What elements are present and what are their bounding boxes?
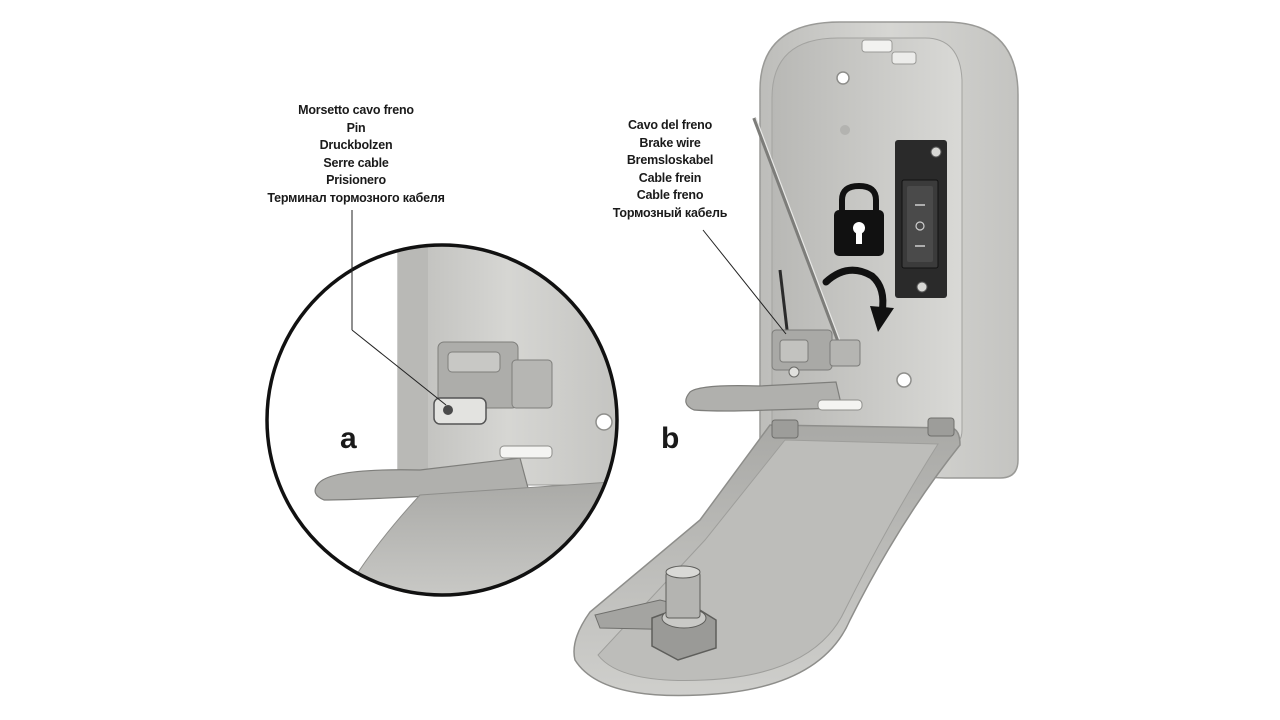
callout-b-label: Cavo del freno Brake wire Bremsloskabel … <box>580 117 760 223</box>
callout-a-line: Serre cable <box>323 155 389 170</box>
panel-label-a: a <box>340 422 357 455</box>
opened-cover <box>573 417 961 697</box>
rotate-arrow-icon <box>822 266 894 332</box>
switch-module <box>895 140 947 298</box>
callout-b-line: Тормозный кабель <box>612 205 728 220</box>
callout-b-line: Brake wire <box>639 135 701 150</box>
padlock-icon <box>834 182 884 256</box>
callout-b-line: Cable freno <box>636 188 704 203</box>
callout-a-line: Pin <box>346 120 366 135</box>
leader-line-a-diag <box>351 329 447 406</box>
release-lever <box>685 381 863 412</box>
callout-a-label: Morsetto cavo freno Pin Druckbolzen Serr… <box>236 102 476 208</box>
leader-line-b <box>702 229 787 335</box>
callout-b-line: Cable frein <box>638 170 702 185</box>
callout-a-line: Morsetto cavo freno <box>298 103 414 117</box>
callout-a-line: Druckbolzen <box>319 138 393 153</box>
callout-b-line: Bremsloskabel <box>626 153 714 168</box>
callout-a-line: Prisionero <box>326 173 386 188</box>
callout-b-line: Cavo del freno <box>627 118 713 132</box>
detail-magnifier <box>265 243 619 597</box>
panel-label-b: b <box>661 422 680 455</box>
wire-clamp <box>771 329 861 378</box>
callout-a-line: Терминал тормозного кабеля <box>267 190 445 205</box>
